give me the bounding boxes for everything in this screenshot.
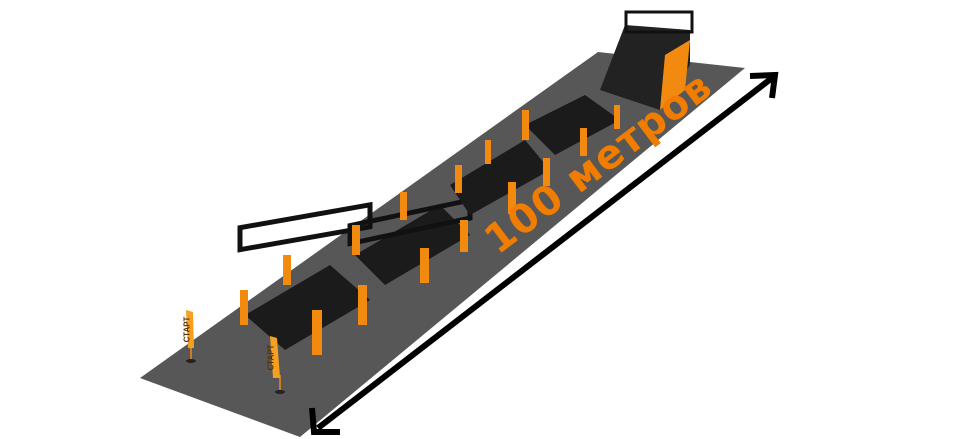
obstacle-4 <box>522 95 620 156</box>
climbing-wall <box>600 10 694 110</box>
obstacle-3 <box>450 140 550 215</box>
start-flag-left-label: СТАРТ <box>182 316 192 343</box>
start-flag-right <box>270 336 285 394</box>
start-flag-left <box>186 310 196 363</box>
obstacle-1 <box>237 201 373 355</box>
start-flag-right-label: СТАРТ <box>266 344 276 371</box>
distance-arrow <box>309 71 779 435</box>
